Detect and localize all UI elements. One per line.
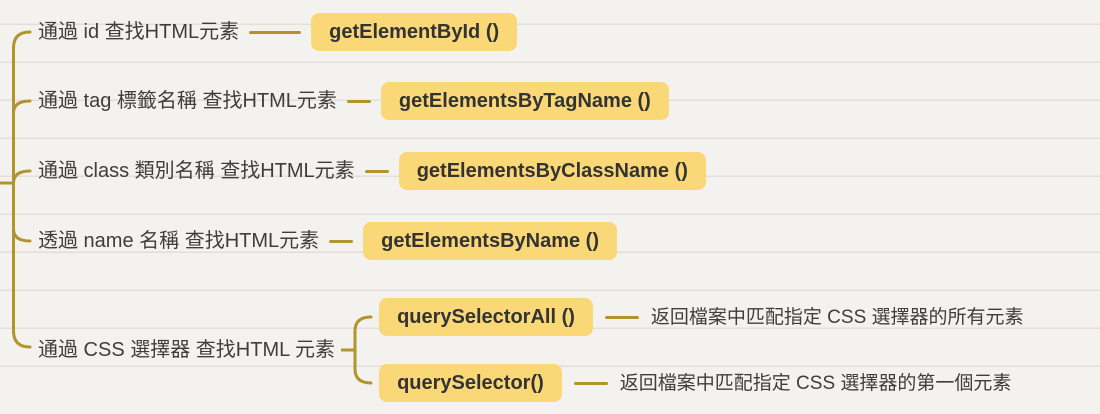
- branch-hook-5: [12, 329, 32, 349]
- connector-dash: [604, 315, 639, 319]
- connector-dash: [329, 239, 354, 243]
- branch-hook-2: [12, 99, 32, 115]
- branch-label-class[interactable]: 通過 class 類別名稱 查找HTML元素: [38, 160, 355, 182]
- connector-dash: [364, 169, 389, 173]
- method-node-getelementsbyname[interactable]: getElementsByName (): [363, 222, 617, 260]
- connector-dash: [573, 381, 608, 385]
- css-selector-children: querySelectorAll () 返回檔案中匹配指定 CSS 選擇器的所有…: [379, 297, 1024, 403]
- branch-row-css-selector: 通過 CSS 選擇器 查找HTML 元素 querySelectorAll ()…: [38, 297, 1024, 403]
- branch-hook-1: [12, 30, 32, 50]
- branch-label-id[interactable]: 通過 id 查找HTML元素: [38, 21, 240, 43]
- method-node-getelementsbytagname[interactable]: getElementsByTagName (): [380, 82, 669, 120]
- method-description-queryselector[interactable]: 返回檔案中匹配指定 CSS 選擇器的第一個元素: [619, 372, 1012, 394]
- method-node-getelementsbyclassname[interactable]: getElementsByClassName (): [398, 152, 706, 190]
- branch-label-name[interactable]: 透過 name 名稱 查找HTML元素: [38, 230, 320, 252]
- method-node-queryselector[interactable]: querySelector(): [379, 364, 562, 402]
- branch-hook-3: [12, 169, 32, 185]
- branch-label-tag[interactable]: 通過 tag 標籤名稱 查找HTML元素: [38, 90, 337, 112]
- connector-dash: [249, 30, 302, 34]
- method-description-queryselectorall[interactable]: 返回檔案中匹配指定 CSS 選擇器的所有元素: [650, 306, 1024, 328]
- branch-row-class: 通過 class 類別名稱 查找HTML元素 getElementsByClas…: [38, 151, 706, 191]
- method-node-getelementbyid[interactable]: getElementById (): [311, 13, 518, 51]
- branch-row-name: 透過 name 名稱 查找HTML元素 getElementsByName (): [38, 221, 617, 261]
- branch-label-css-selector[interactable]: 通過 CSS 選擇器 查找HTML 元素: [38, 339, 336, 361]
- method-node-queryselectorall[interactable]: querySelectorAll (): [379, 298, 593, 336]
- branch-hook-4: [12, 227, 32, 243]
- child-row-queryselector: querySelector() 返回檔案中匹配指定 CSS 選擇器的第一個元素: [379, 363, 1023, 403]
- sub-branch-bracket: [341, 315, 373, 385]
- child-row-queryselectorall: querySelectorAll () 返回檔案中匹配指定 CSS 選擇器的所有…: [379, 297, 1024, 337]
- connector-dash: [346, 99, 371, 103]
- branch-row-id: 通過 id 查找HTML元素 getElementById (): [38, 12, 518, 52]
- branch-row-tag: 通過 tag 標籤名稱 查找HTML元素 getElementsByTagNam…: [38, 81, 669, 121]
